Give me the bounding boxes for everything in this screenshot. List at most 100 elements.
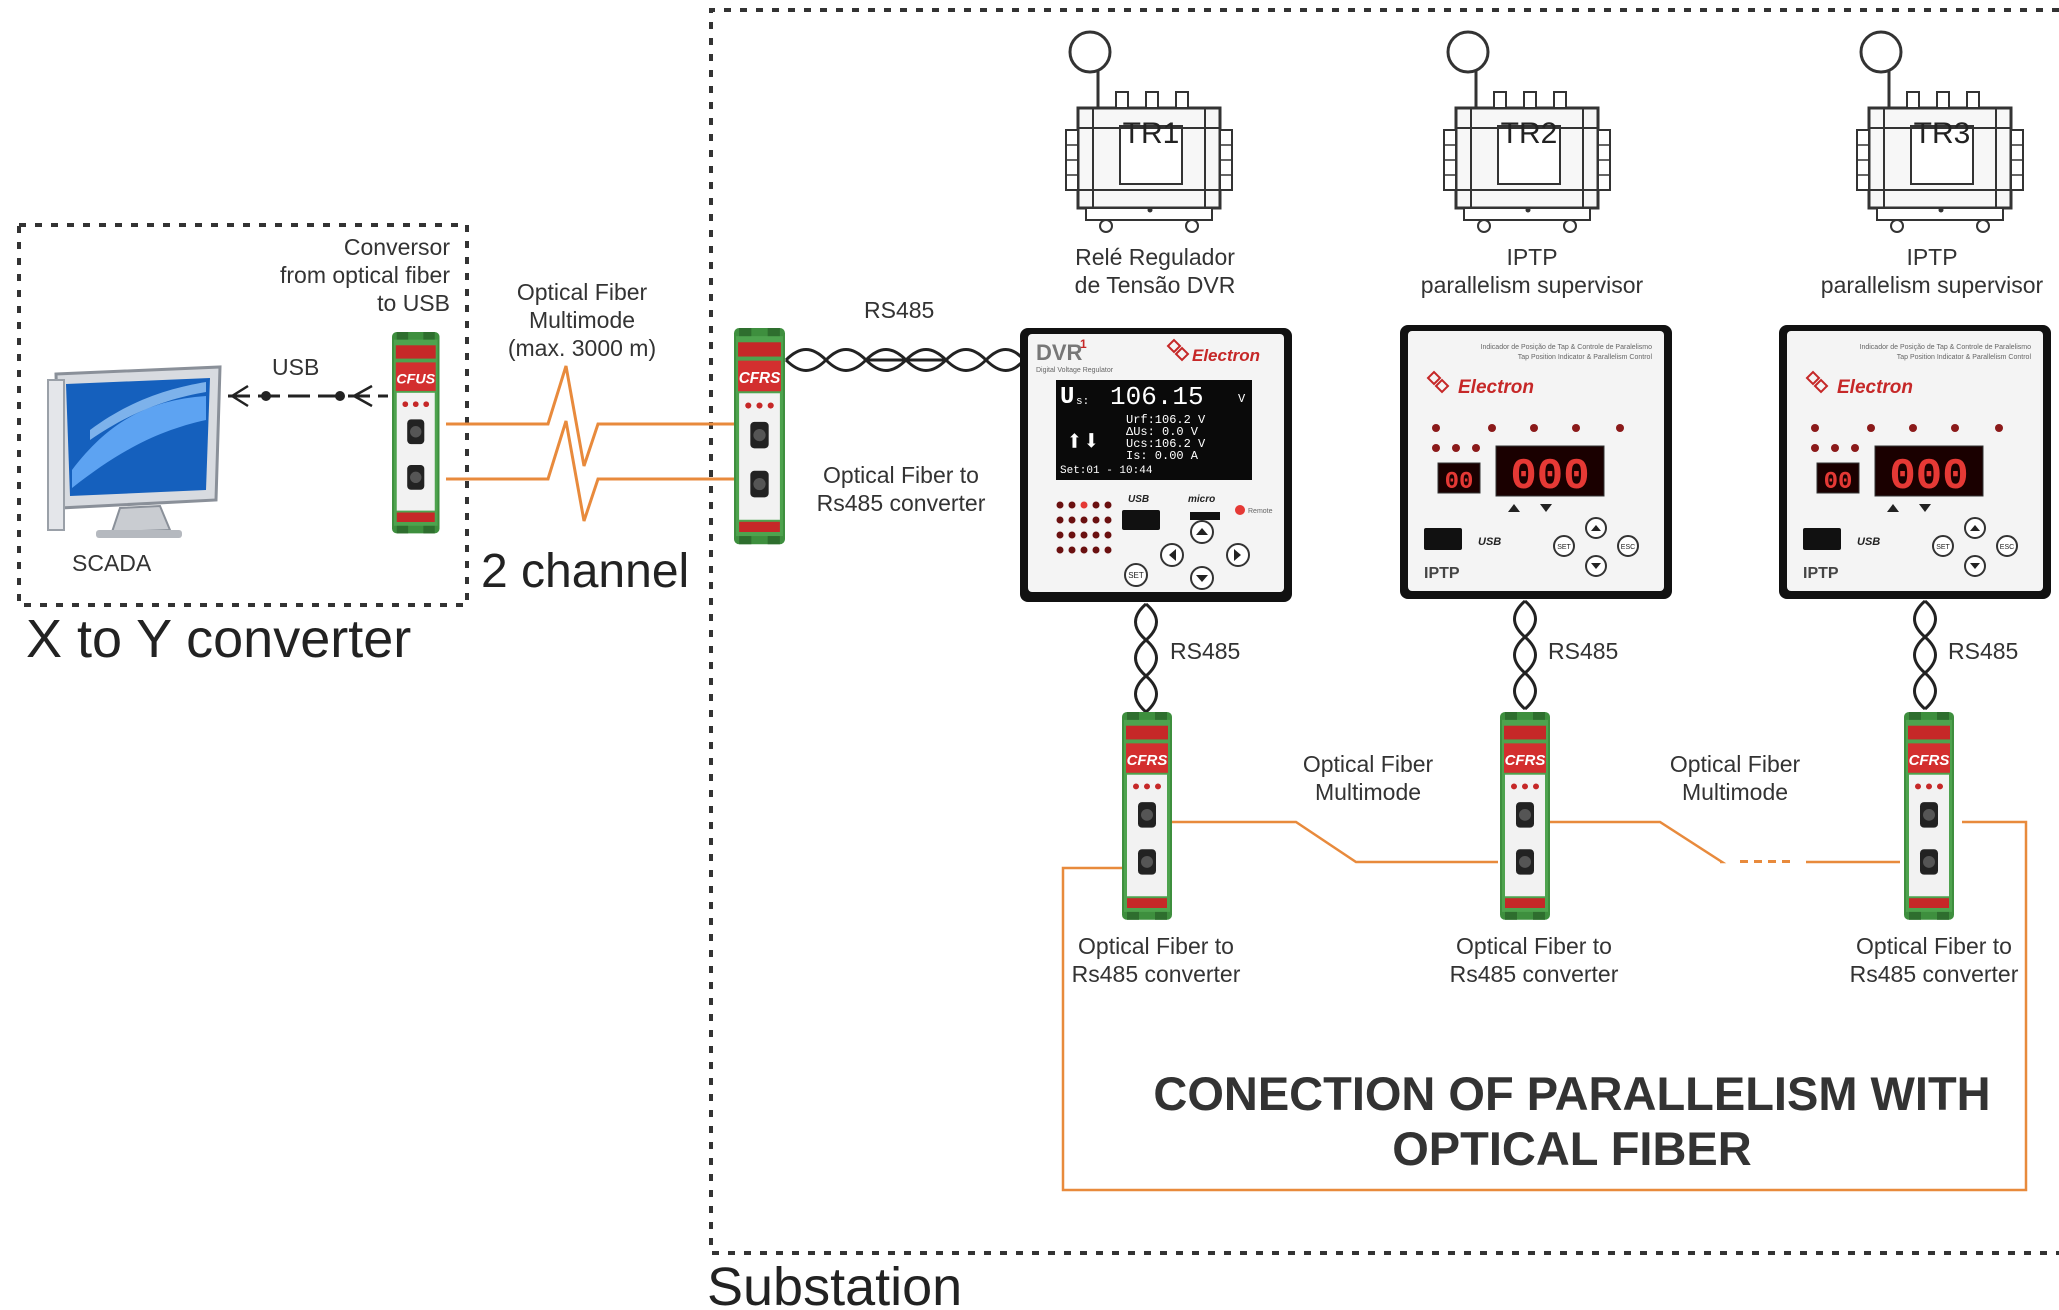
usb-label: USB: [272, 354, 319, 380]
iptp1-down-arrow-icon: [1540, 504, 1552, 512]
iptp2-down-arrow-icon: [1919, 504, 1931, 512]
cfus-model-label: CFUS: [396, 371, 435, 387]
cfus-caption-line-2: from optical fiber: [280, 262, 450, 288]
iptp1-usb-port: [1424, 528, 1462, 550]
dvr-lcd-line-2: ΔUs: 0.0 V: [1126, 425, 1199, 439]
dvr-micro-tag: micro: [1188, 494, 1215, 505]
cfrs-converter-2: CFRS: [1500, 712, 1550, 920]
iptp1-up-arrow-icon: [1508, 504, 1520, 512]
cfrs-2-model-label: CFRS: [1505, 753, 1546, 769]
transformer-tr2-icon: TR2: [1442, 30, 1612, 234]
conclusion-line-2: OPTICAL FIBER: [1392, 1122, 1751, 1175]
dvr-lcd-main-sub: s:: [1076, 396, 1089, 408]
rs485-twisted-pair-1: [1134, 602, 1158, 714]
dvr-lcd-footer: Set:01 - 10:44: [1060, 465, 1153, 477]
dvr-lcd-screen: [1056, 380, 1252, 480]
cfus-converter-device: CFUS: [392, 332, 440, 534]
usb-icon: [231, 384, 373, 408]
dvr-microsd-slot: [1190, 512, 1220, 520]
dvr-set-label: SET: [1128, 571, 1144, 580]
dvr-lcd-line-3: Ucs:106.2 V: [1126, 437, 1206, 451]
iptp1-down-button[interactable]: [1585, 555, 1607, 577]
conclusion-line-1: CONECTION OF PARALLELISM WITH: [1153, 1067, 1990, 1120]
tr1-label: TR1: [1123, 117, 1180, 150]
cfrs-1-model-label: CFRS: [1127, 753, 1168, 769]
cfrs-1-caption-line-1: Optical Fiber to: [1078, 933, 1234, 959]
dvr-caption-line-2: de Tensão DVR: [1075, 272, 1236, 298]
dvr-up-button[interactable]: [1190, 520, 1214, 544]
dvr-lcd-line-1: Urf:106.2 V: [1126, 413, 1206, 427]
usb-link: [228, 391, 388, 401]
x-to-y-group-frame: [17, 223, 469, 607]
rs485-label-2: RS485: [1548, 638, 1618, 664]
x-to-y-label: X to Y converter: [26, 609, 411, 669]
iptp1-brand-label: Electron: [1458, 377, 1534, 398]
iptp2-usb-tag: USB: [1857, 536, 1880, 548]
dvr-down-button[interactable]: [1190, 566, 1214, 590]
iptp2-electron-logo-icon: [1805, 370, 1829, 394]
tr3-label: TR3: [1914, 117, 1971, 150]
iptp2-up-arrow-icon: [1887, 504, 1899, 512]
iptp1-electron-logo-icon: [1426, 370, 1450, 394]
cfrs-converter-1: CFRS: [1122, 712, 1172, 920]
dvr-set-button[interactable]: SET: [1124, 563, 1148, 587]
iptp2-down-button[interactable]: [1964, 555, 1986, 577]
cfrs-main-caption-line-1: Optical Fiber to: [823, 462, 979, 488]
iptp2-model-label: IPTP: [1803, 565, 1839, 582]
iptp1-header-line-2: Tap Position Indicator & Parallelism Con…: [1518, 354, 1653, 361]
dvr-lcd-main: U: [1060, 384, 1074, 411]
iptp1-main-display-value: 000: [1510, 452, 1589, 502]
dvr-lcd-arrows-icon: ⬆⬇: [1066, 428, 1100, 459]
cfrs-model-label: CFRS: [739, 370, 781, 387]
rs485-twisted-pair-2: [1513, 599, 1537, 711]
iptp2-status-leds: [1811, 424, 2003, 452]
iptp2-usb-port: [1803, 528, 1841, 550]
dvr-remote-led-icon: [1235, 505, 1245, 515]
transformer-tr3-icon: TR3: [1855, 30, 2025, 234]
iptp1-status-leds: [1432, 424, 1624, 452]
transformer-tr1-icon: TR1: [1064, 30, 1234, 234]
substation-label: Substation: [707, 1257, 962, 1310]
iptp2-brand-label: Electron: [1837, 377, 1913, 398]
fiber-seg2-caption-line-2: Multimode: [1682, 779, 1788, 805]
iptp1-esc-button[interactable]: ESC: [1617, 535, 1639, 557]
fiber-seg1-caption-line-2: Multimode: [1315, 779, 1421, 805]
iptp2-esc-button[interactable]: ESC: [1996, 535, 2018, 557]
iptp2-small-display-value: 00: [1824, 469, 1853, 496]
iptp1-model-label: IPTP: [1424, 565, 1460, 582]
dvr-subtitle: Digital Voltage Regulator: [1036, 367, 1114, 374]
tr2-label: TR2: [1501, 117, 1558, 150]
rs485-twisted-pair-horizontal: [784, 348, 1026, 372]
fiber-ellipsis: [1740, 860, 1790, 863]
iptp2-up-button[interactable]: [1964, 517, 1986, 539]
cfrs-converter-3: CFRS: [1904, 712, 1954, 920]
cfrs-2-caption-line-2: Rs485 converter: [1450, 961, 1619, 987]
iptp2-set-button[interactable]: SET: [1932, 535, 1954, 557]
iptp1-up-button[interactable]: [1585, 517, 1607, 539]
iptp1-set-button[interactable]: SET: [1553, 535, 1575, 557]
iptp1-esc-label: ESC: [1621, 544, 1635, 551]
iptp2-main-display: [1874, 445, 1984, 497]
cfus-caption-line-3: to USB: [377, 290, 450, 316]
iptp2-esc-label: ESC: [2000, 544, 2014, 551]
fiber-caption-line-3: (max. 3000 m): [508, 335, 656, 361]
dvr-brand-label: Electron: [1192, 346, 1260, 365]
dvr-left-button[interactable]: [1160, 543, 1184, 567]
cfrs-3-caption-line-2: Rs485 converter: [1850, 961, 2019, 987]
electron-logo-icon: [1166, 338, 1190, 362]
iptp2-caption-line-1: IPTP: [1906, 244, 1957, 270]
dvr-relay-panel: DVR 1 Digital Voltage Regulator Electron…: [1020, 328, 1292, 602]
iptp1-small-display: [1437, 462, 1481, 494]
fiber-seg2-caption-line-1: Optical Fiber: [1670, 751, 1801, 777]
iptp1-set-label: SET: [1557, 544, 1571, 551]
iptp1-small-display-value: 00: [1445, 469, 1474, 496]
dvr-right-button[interactable]: [1226, 543, 1250, 567]
iptp1-main-display: [1495, 445, 1605, 497]
fiber-ring: [1061, 820, 2028, 1192]
cfrs-3-model-label: CFRS: [1909, 753, 1950, 769]
dvr-model-label: DVR: [1036, 340, 1083, 365]
computer-icon: [47, 365, 222, 538]
cfus-caption-line-1: Conversor: [344, 234, 450, 260]
dvr-usb-tag: USB: [1128, 494, 1149, 505]
fiber-link-2-channel: [446, 365, 736, 522]
